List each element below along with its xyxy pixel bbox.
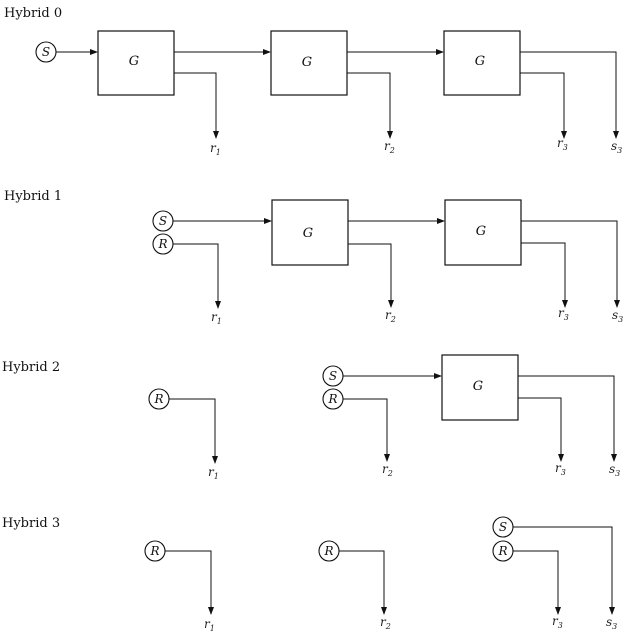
s3-wire	[521, 220, 620, 308]
random-label: R	[323, 544, 333, 558]
seed-label: S	[329, 369, 337, 383]
seed-label: S	[499, 520, 507, 534]
generator-box-2	[270, 30, 348, 96]
r1-wire	[174, 72, 219, 139]
hybrid-1-title: Hybrid 1	[4, 189, 62, 204]
hybrid-1: Hybrid 1 S R G G r1 r2 r3 s3	[4, 189, 623, 326]
random-label: R	[327, 392, 337, 406]
output-r1: r1	[208, 465, 219, 481]
r3-wire	[520, 72, 567, 139]
r1-wire	[165, 550, 214, 615]
output-r2: r2	[380, 615, 391, 631]
generator-label-2: G	[302, 55, 312, 70]
generator-box-3	[441, 354, 519, 421]
output-s3: s3	[609, 462, 620, 478]
generator-label-1: G	[129, 54, 139, 69]
output-r1: r1	[210, 141, 221, 157]
generator-label-2: G	[303, 226, 313, 241]
random-label: R	[497, 544, 507, 558]
output-r3: r3	[552, 614, 563, 630]
r3-wire	[518, 397, 564, 462]
hybrid-0-title: Hybrid 0	[4, 6, 62, 21]
output-r3: r3	[555, 461, 566, 477]
s3-wire	[520, 51, 619, 139]
generator-box-2	[271, 199, 349, 266]
hybrid-3-title: Hybrid 3	[2, 516, 60, 531]
output-r1: r1	[204, 617, 215, 633]
generator-box-3	[444, 199, 522, 266]
random-label: R	[149, 544, 159, 558]
generator-label-3: G	[476, 224, 486, 239]
output-r2: r2	[384, 139, 395, 155]
r1-wire	[173, 243, 221, 309]
generator-box-3	[443, 30, 521, 96]
hybrid-2-title: Hybrid 2	[2, 360, 60, 375]
s3-wire	[513, 526, 615, 615]
random-label: R	[153, 392, 163, 406]
random-label: R	[157, 237, 167, 251]
output-s3: s3	[611, 139, 622, 155]
r2-wire	[339, 550, 387, 615]
hybrid-3: Hybrid 3 R R S R r1 r2 r3 s3	[2, 516, 617, 633]
output-r2: r2	[385, 308, 396, 324]
generator-label-3: G	[473, 379, 483, 394]
hybrid-2: Hybrid 2 R S R G r1 r2 r3 s3	[2, 354, 620, 481]
output-s3: s3	[612, 308, 623, 324]
output-r2: r2	[382, 462, 393, 478]
seed-label: S	[159, 214, 167, 228]
r3-wire	[521, 242, 568, 308]
r3-wire	[513, 550, 561, 615]
s3-wire	[518, 375, 617, 462]
output-r3: r3	[557, 136, 568, 152]
output-r1: r1	[211, 310, 222, 326]
r2-wire	[343, 398, 390, 462]
generator-box-1	[97, 30, 175, 96]
seed-label: S	[42, 45, 50, 59]
r2-wire	[347, 72, 393, 139]
hybrid-0: Hybrid 0 S G G G r1 r2 r3 s3	[4, 6, 622, 157]
output-s3: s3	[606, 615, 617, 631]
r1-wire	[169, 398, 218, 464]
generator-label-3: G	[475, 54, 485, 69]
output-r3: r3	[558, 306, 569, 322]
r2-wire	[348, 243, 394, 308]
